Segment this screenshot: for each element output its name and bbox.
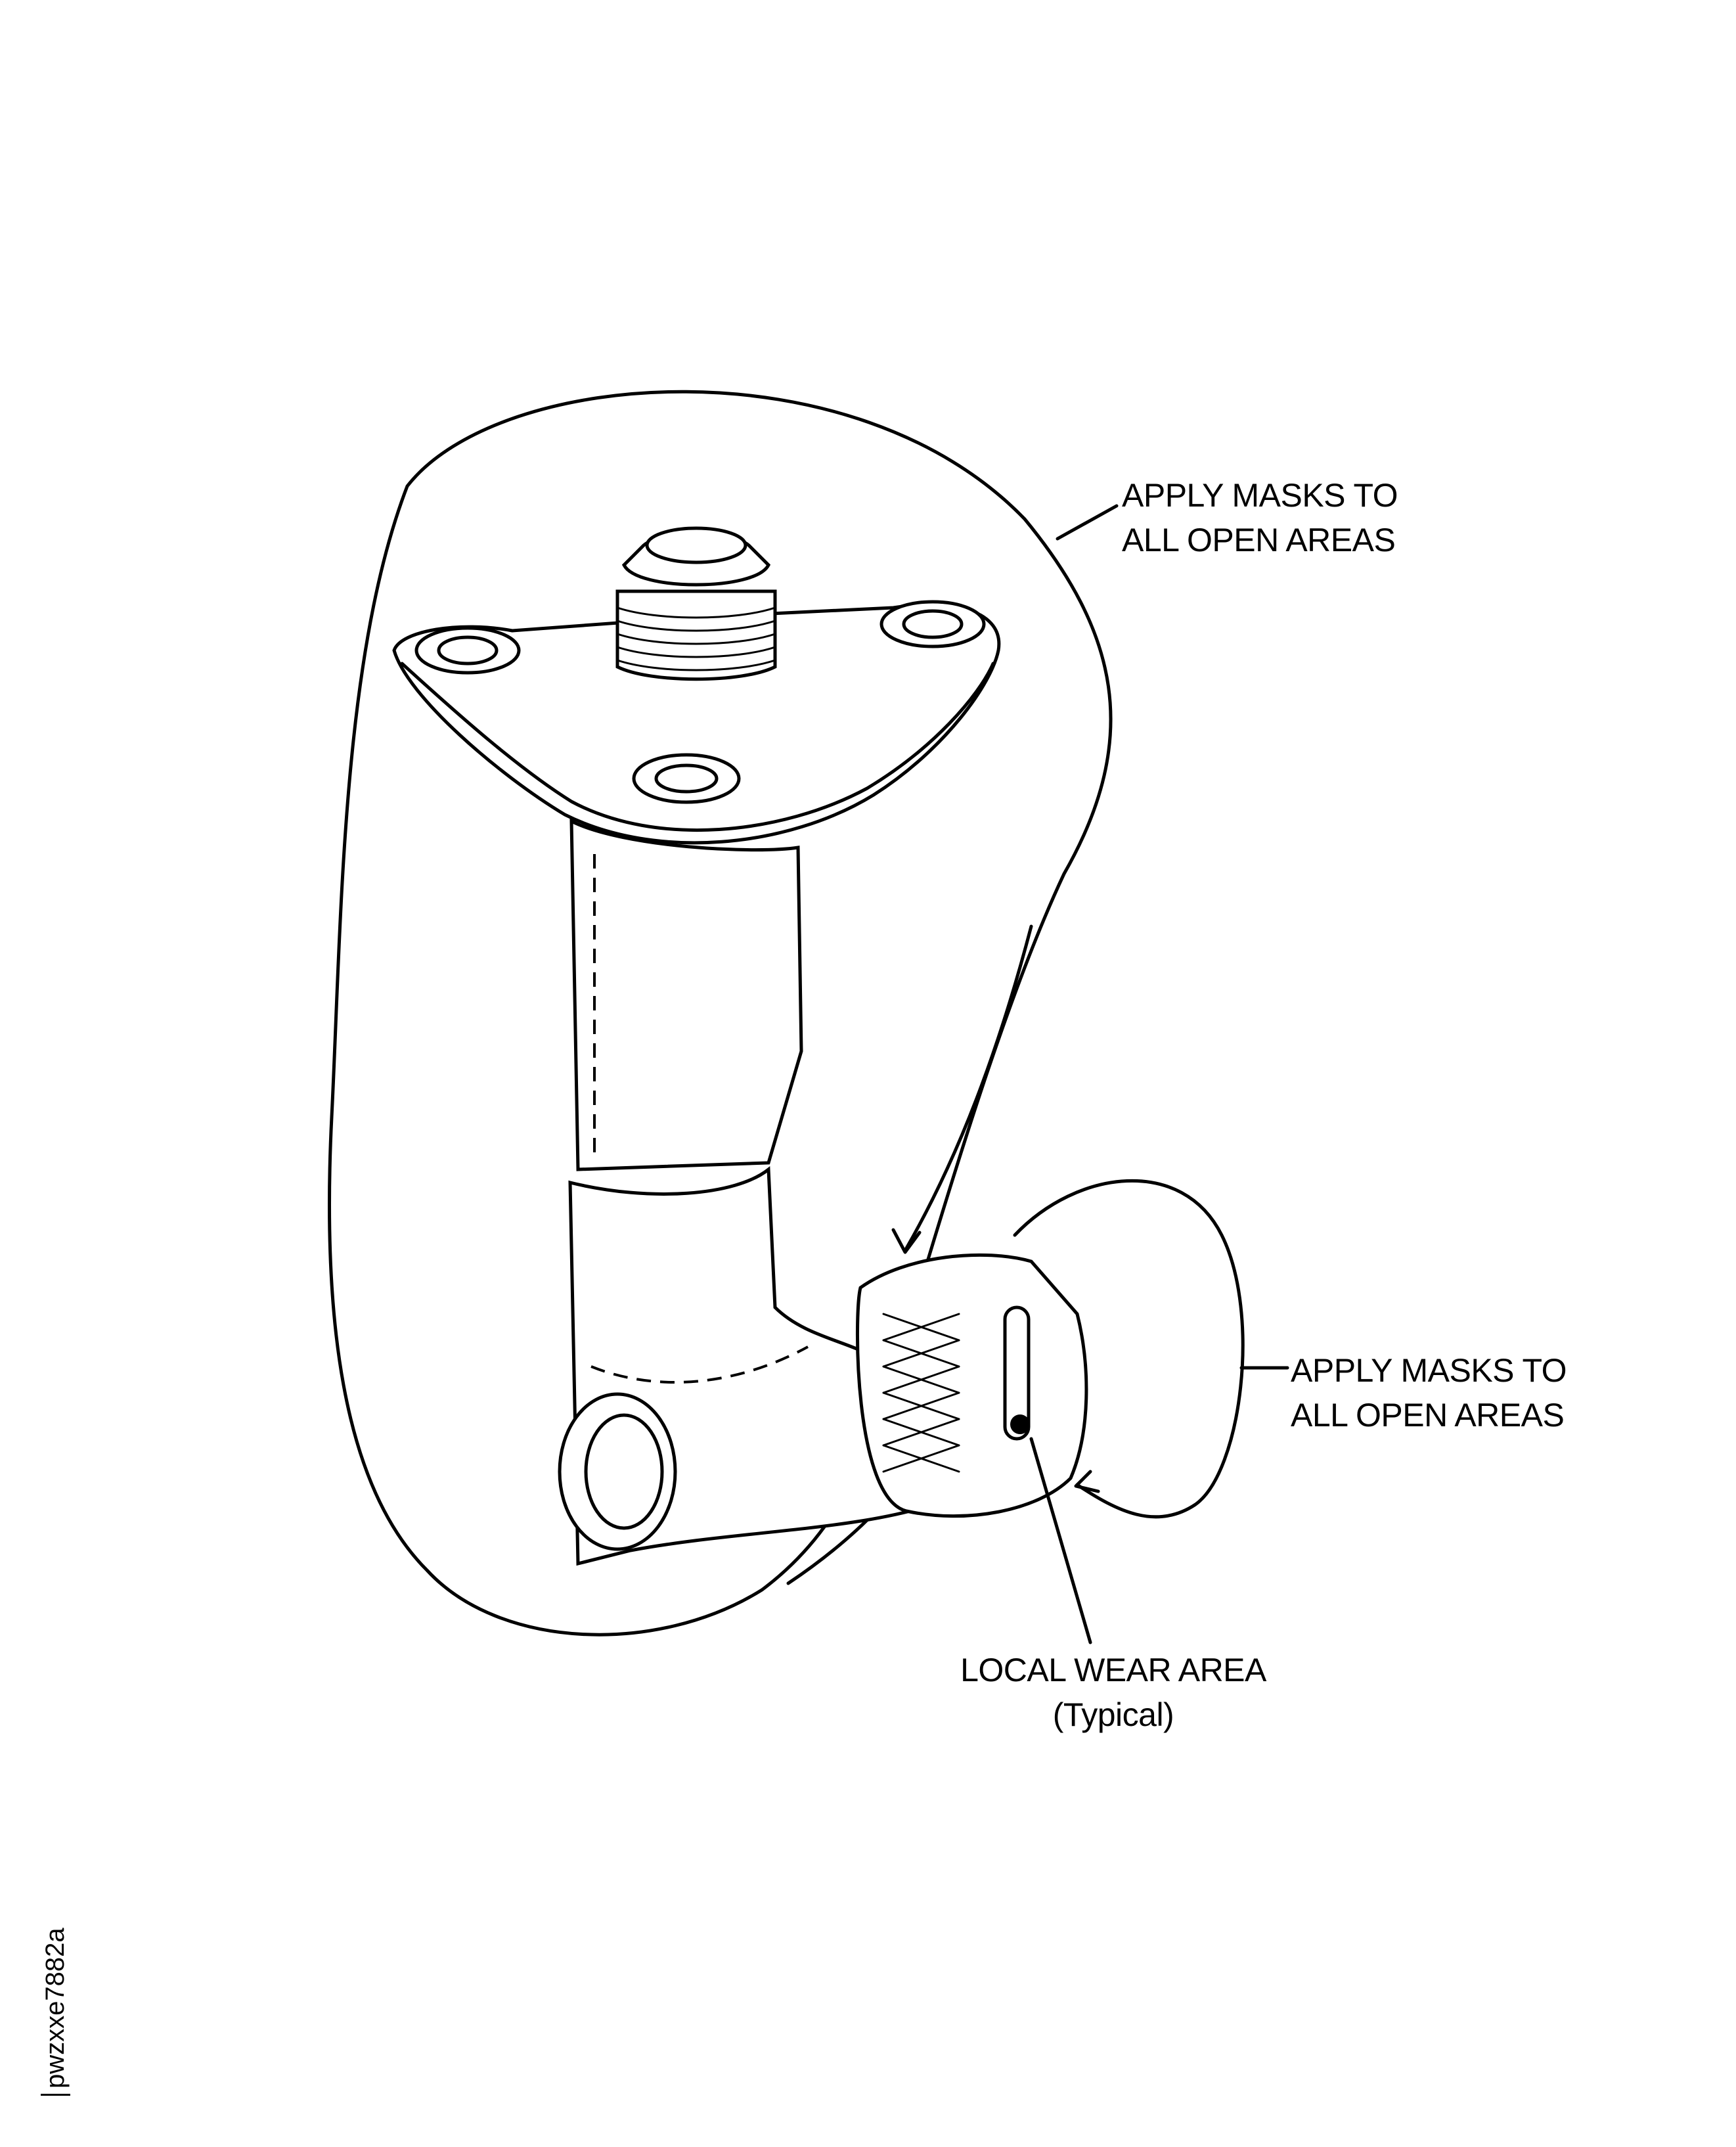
bearing-rollers	[882, 1313, 960, 1473]
threaded-fitting-body	[615, 589, 777, 681]
vertical-tube	[569, 818, 803, 1171]
bolt-hole-left-inner	[437, 635, 499, 666]
callout-wear-line2: (Typical)	[1052, 1696, 1174, 1733]
callout-apply-masks-top: APPLY MASKS TO ALL OPEN AREAS	[1122, 473, 1398, 562]
callout-local-wear-area: LOCAL WEAR AREA (Typical)	[818, 1648, 1409, 1737]
flange-edge	[400, 662, 995, 832]
callout-wear-line1: LOCAL WEAR AREA	[960, 1652, 1266, 1688]
elbow-open-end-outer	[558, 1392, 677, 1551]
callout-apply-masks-right: APPLY MASKS TO ALL OPEN AREAS	[1291, 1348, 1567, 1437]
bolt-hole-left	[414, 626, 521, 675]
leader-top	[1056, 504, 1119, 541]
callout-right-line1: APPLY MASKS TO	[1291, 1352, 1567, 1389]
fitting-bore	[645, 526, 747, 564]
elbow-dashed-seam	[590, 1345, 809, 1384]
bearing-ring	[856, 1253, 1088, 1518]
bolt-hole-bottom-inner	[654, 763, 719, 794]
arrowhead-upper	[891, 1228, 922, 1254]
wear-slot	[1003, 1305, 1031, 1441]
callout-top-line2: ALL OPEN AREAS	[1122, 522, 1396, 558]
callout-right-line2: ALL OPEN AREAS	[1291, 1397, 1565, 1434]
wear-area-marker	[1010, 1414, 1030, 1434]
mask-outline-small	[1013, 1179, 1245, 1519]
fitting-threads	[616, 606, 776, 671]
leader-wear	[1029, 1437, 1092, 1644]
elbow-open-end-inner	[584, 1413, 664, 1530]
bolt-hole-bottom	[632, 753, 741, 804]
bolt-hole-right	[879, 600, 986, 648]
leader-arrow-upper	[904, 924, 1033, 1250]
arrowhead-small-mask	[1074, 1470, 1100, 1493]
callout-top-line1: APPLY MASKS TO	[1122, 477, 1398, 514]
bolt-hole-right-inner	[902, 609, 964, 639]
figure-identifier: pwzxxe7882a	[41, 1928, 70, 2096]
